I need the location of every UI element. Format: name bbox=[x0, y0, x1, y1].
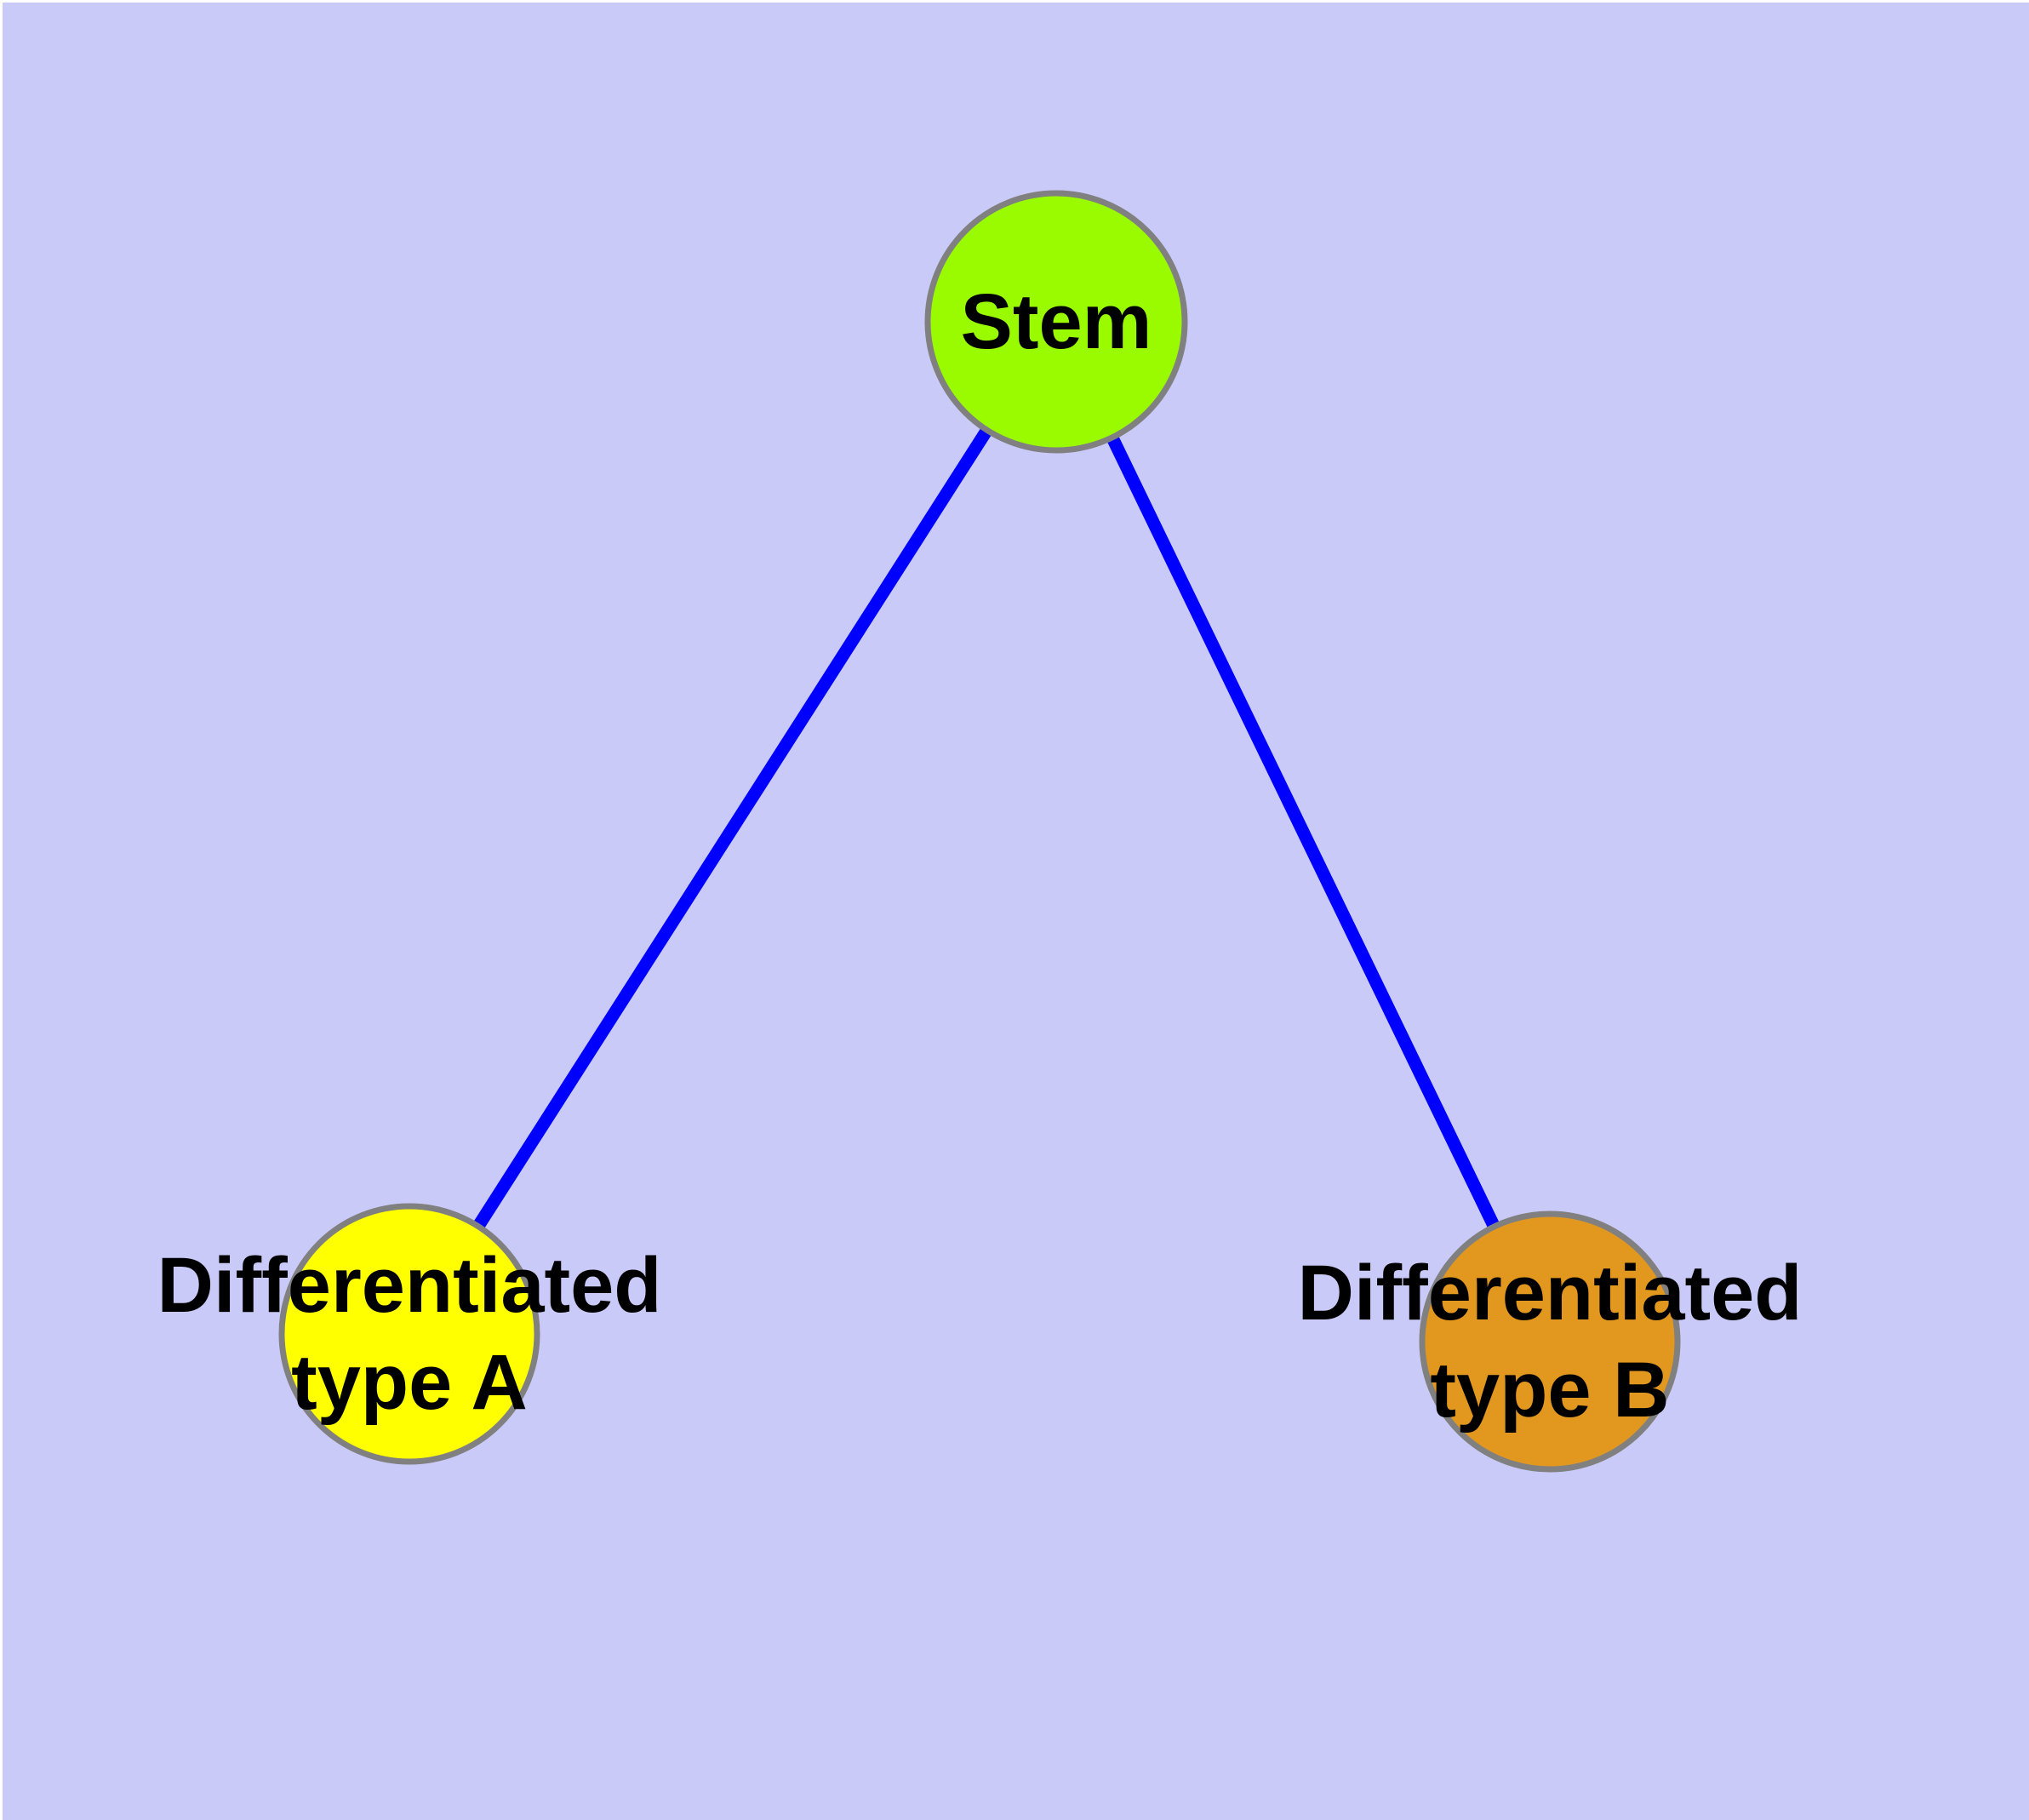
node-label-line: type A bbox=[291, 1339, 528, 1426]
edge-stem-diff-a bbox=[403, 318, 1062, 1338]
node-stem bbox=[924, 190, 1188, 454]
node-diff-b bbox=[1419, 1210, 1681, 1473]
node-label-line: type B bbox=[1430, 1347, 1669, 1434]
node-label-line: Differentiated bbox=[157, 1242, 662, 1329]
node-label-line: Differentiated bbox=[1298, 1250, 1803, 1336]
edge-stem-diff-b bbox=[1050, 318, 1556, 1345]
node-diff-a bbox=[278, 1203, 540, 1465]
node-label-diff-b: Differentiated type B bbox=[1298, 1250, 1803, 1434]
node-label-diff-a: Differentiated type A bbox=[157, 1242, 662, 1426]
node-label-stem: Stem bbox=[961, 278, 1152, 365]
node-label-line: Stem bbox=[961, 278, 1152, 365]
